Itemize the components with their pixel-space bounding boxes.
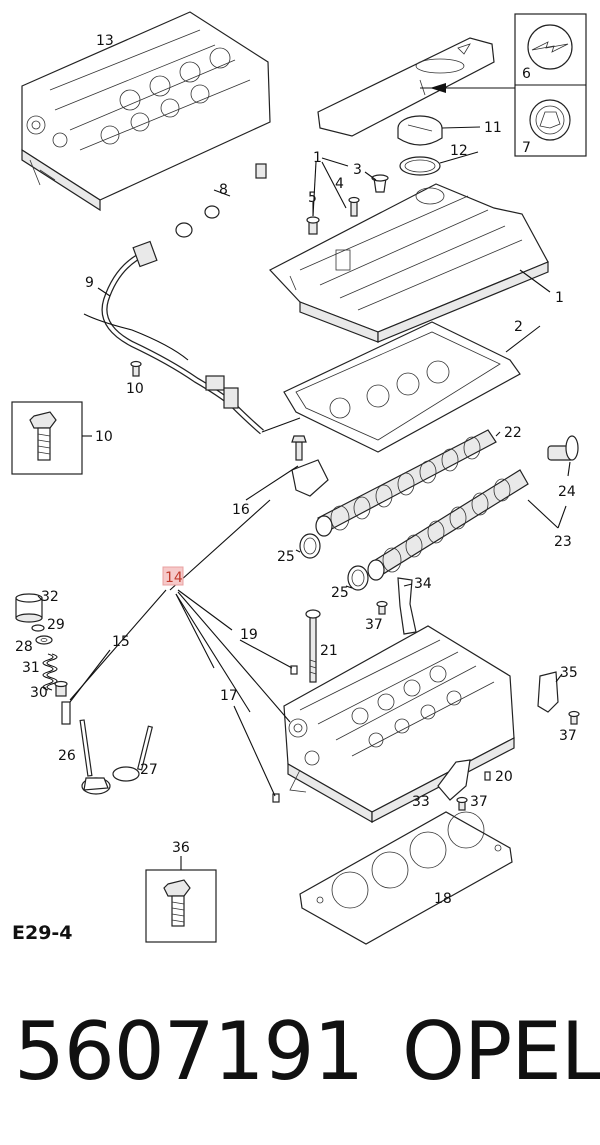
callout-25-b: 25 bbox=[331, 585, 349, 601]
part-27-exhaust-valve bbox=[112, 725, 153, 782]
engine-cover-plate bbox=[317, 37, 515, 137]
callout-11: 11 bbox=[484, 120, 502, 136]
callout-30: 30 bbox=[30, 685, 48, 701]
callout-10-box: 10 bbox=[95, 429, 113, 445]
part-4-bolt bbox=[348, 196, 360, 217]
part-32-tappet bbox=[15, 593, 43, 623]
callout-36: 36 bbox=[172, 840, 190, 856]
callout-24: 24 bbox=[558, 484, 576, 500]
brand-name: OPEL bbox=[402, 1005, 600, 1098]
callout-29: 29 bbox=[47, 617, 65, 633]
part-25-seal-ring-a bbox=[295, 533, 321, 559]
callout-26: 26 bbox=[58, 748, 76, 764]
callout-10-small: 10 bbox=[126, 381, 144, 397]
callout-9: 9 bbox=[85, 275, 94, 291]
part-15-valve-guide bbox=[61, 649, 111, 725]
part-21-cylinder-head-bolt bbox=[305, 609, 321, 683]
leaders-part-14 bbox=[69, 499, 293, 797]
part-20-sleeve bbox=[484, 771, 491, 781]
callout-34: 34 bbox=[414, 576, 432, 592]
part-19-plug bbox=[290, 665, 298, 675]
callout-27: 27 bbox=[140, 762, 158, 778]
callout-1-top: 1 bbox=[313, 150, 322, 166]
part-36-bolt-detail-box bbox=[145, 856, 217, 943]
callout-14: 14 bbox=[165, 570, 183, 586]
highlight-box-14 bbox=[162, 566, 184, 586]
leaders-1-3-4-5 bbox=[312, 157, 377, 217]
part-23-camshaft bbox=[367, 469, 567, 581]
part-26-intake-valve bbox=[79, 719, 111, 795]
callout-8: 8 bbox=[219, 182, 228, 198]
callout-6: 6 bbox=[522, 66, 531, 82]
part-6-opel-emblem bbox=[527, 24, 573, 70]
callout-3: 3 bbox=[353, 162, 362, 178]
callout-2: 2 bbox=[514, 319, 523, 335]
callout-35: 35 bbox=[560, 665, 578, 681]
callout-1-cover: 1 bbox=[555, 290, 564, 306]
callout-33: 33 bbox=[412, 794, 430, 810]
part-11-oil-filler-cap bbox=[397, 115, 481, 146]
part-35-bracket bbox=[537, 671, 563, 713]
callout-19: 19 bbox=[240, 627, 258, 643]
exploded-parts-diagram: 13 6 7 11 12 1 3 4 5 8 9 1 2 10 10 22 24… bbox=[11, 11, 587, 945]
emblem-box bbox=[514, 13, 587, 157]
callout-4: 4 bbox=[335, 176, 344, 192]
callout-37-a: 37 bbox=[365, 617, 383, 633]
part-37-bolt-c bbox=[456, 796, 468, 811]
part-29-keeper bbox=[31, 624, 45, 632]
part-16-bolt-and-bracket bbox=[245, 435, 329, 501]
callout-15: 15 bbox=[112, 634, 130, 650]
callout-12: 12 bbox=[450, 143, 468, 159]
part-5-screw bbox=[306, 216, 320, 235]
part-7-vauxhall-emblem bbox=[529, 99, 571, 141]
callout-25-a: 25 bbox=[277, 549, 295, 565]
part-10-bolt-detail-box bbox=[11, 401, 92, 475]
part-30-valve-seal bbox=[54, 680, 68, 697]
callout-17: 17 bbox=[220, 688, 238, 704]
part-37-bolt-b bbox=[568, 710, 580, 725]
callout-37-c: 37 bbox=[470, 794, 488, 810]
part-12-seal-ring bbox=[399, 151, 479, 176]
callout-31: 31 bbox=[22, 660, 40, 676]
part-22-camshaft bbox=[315, 429, 501, 537]
part-37-bolt-a bbox=[376, 600, 388, 615]
part-10-bolt-small bbox=[130, 360, 142, 377]
part-28-retainer bbox=[35, 635, 53, 645]
callout-37-b: 37 bbox=[559, 728, 577, 744]
callout-32: 32 bbox=[41, 589, 59, 605]
part-18-head-gasket bbox=[299, 811, 513, 945]
callout-20: 20 bbox=[495, 769, 513, 785]
callout-16: 16 bbox=[232, 502, 250, 518]
part-33-bracket bbox=[437, 759, 471, 801]
part-3-grommet bbox=[371, 174, 389, 193]
part-9-wiring-harness bbox=[83, 240, 301, 435]
callout-22: 22 bbox=[504, 425, 522, 441]
callout-5: 5 bbox=[308, 190, 317, 206]
part-2-valve-cover-gasket bbox=[283, 321, 541, 453]
part-17-plug bbox=[272, 793, 280, 803]
part-number: 5607191 bbox=[14, 1005, 364, 1098]
callout-13: 13 bbox=[96, 33, 114, 49]
callout-23: 23 bbox=[554, 534, 572, 550]
diagram-code: E29-4 bbox=[12, 922, 73, 944]
part-24-camshaft-sensor bbox=[547, 435, 579, 477]
part-13-cylinder-head-top bbox=[21, 11, 271, 212]
callout-21: 21 bbox=[320, 643, 338, 659]
callout-28: 28 bbox=[15, 639, 33, 655]
callout-7: 7 bbox=[522, 140, 531, 156]
callout-18: 18 bbox=[434, 891, 452, 907]
part-8-breather-hose bbox=[175, 163, 267, 238]
part-25-seal-ring-b bbox=[345, 565, 369, 591]
part-1-valve-cover bbox=[269, 183, 551, 343]
cylinder-head-lower bbox=[283, 625, 515, 824]
part-31-valve-spring bbox=[42, 653, 58, 691]
